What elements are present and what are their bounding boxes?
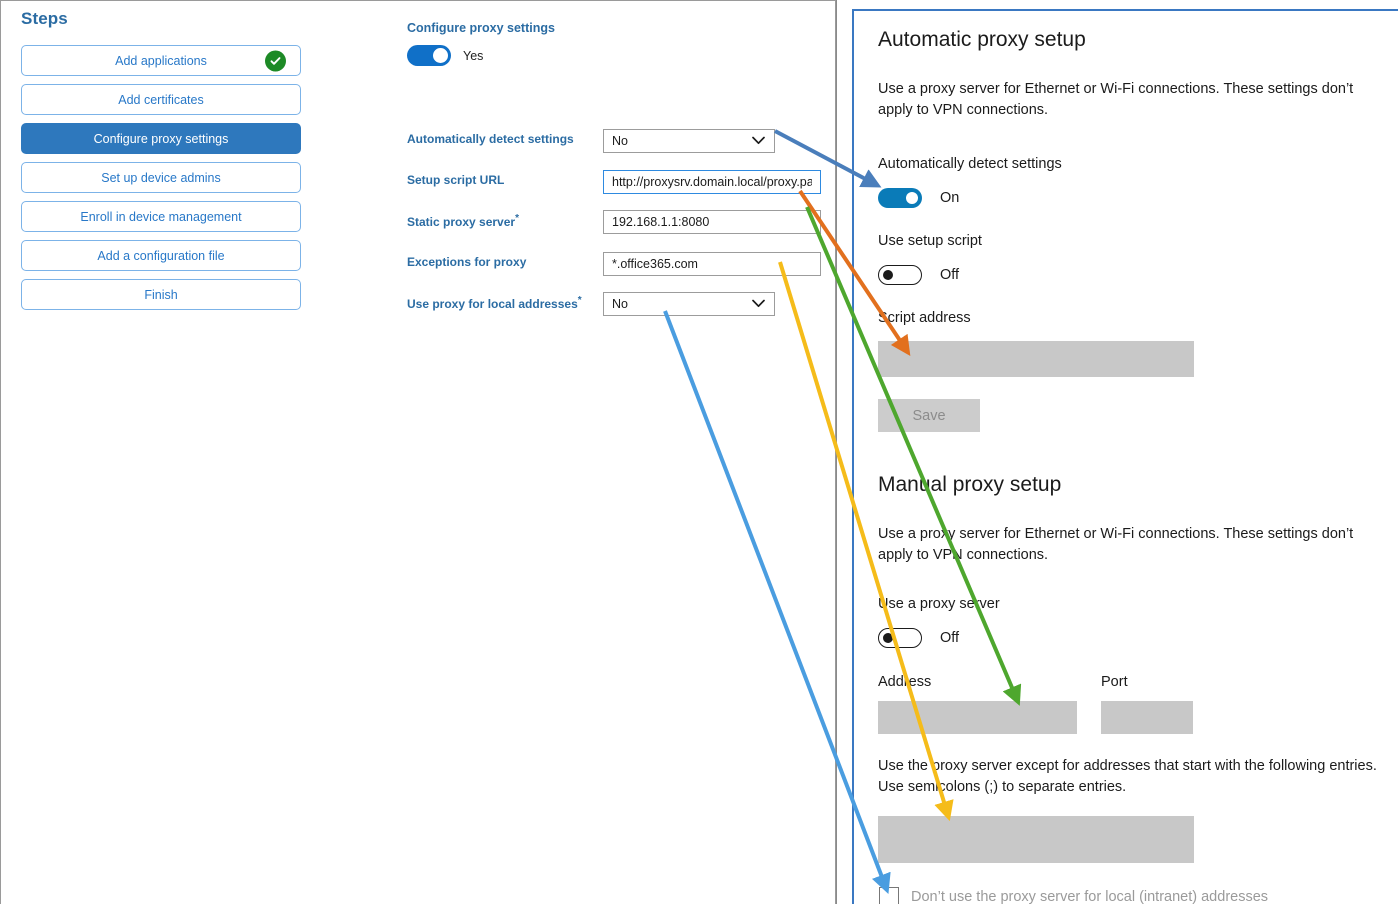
auto-detect-settings-label: Automatically detect settings bbox=[878, 156, 1062, 172]
use-setup-script-toggle-row: Off bbox=[878, 265, 959, 285]
field-label: Setup script URL bbox=[407, 173, 505, 187]
form-heading: Configure proxy settings bbox=[407, 21, 555, 35]
manual-proxy-description: Use a proxy server for Ethernet or Wi-Fi… bbox=[878, 526, 1354, 563]
setup-script-url-input[interactable]: http://proxysrv.domain.local/proxy.pa bbox=[603, 170, 821, 194]
bypass-local-checkbox[interactable] bbox=[879, 887, 899, 904]
save-button-label: Save bbox=[912, 407, 946, 424]
use-a-proxy-server-toggle[interactable] bbox=[878, 628, 922, 648]
configure-proxy-toggle-label: Yes bbox=[463, 48, 484, 63]
input-value: 192.168.1.1:8080 bbox=[612, 215, 710, 229]
sidebar-item-enroll-in-device-management[interactable]: Enroll in device management bbox=[21, 201, 301, 232]
use-setup-script-toggle[interactable] bbox=[878, 265, 922, 285]
address-label: Address bbox=[878, 674, 932, 690]
use-proxy-local-addresses-select[interactable]: No bbox=[603, 292, 775, 316]
field-label: Static proxy server* bbox=[407, 213, 519, 229]
use-a-proxy-server-toggle-state: Off bbox=[940, 630, 960, 646]
automatic-proxy-description: Use a proxy server for Ethernet or Wi-Fi… bbox=[878, 81, 1354, 118]
field-label: Automatically detect settings bbox=[407, 132, 574, 146]
use-setup-script-toggle-state: Off bbox=[940, 267, 960, 283]
exceptions-box[interactable] bbox=[878, 816, 1194, 863]
proxy-settings-form: Configure proxy settings Yes Automatical… bbox=[407, 1, 827, 905]
sidebar-item-set-up-device-admins[interactable]: Set up device admins bbox=[21, 162, 301, 193]
select-value: No bbox=[612, 297, 628, 311]
sidebar-item-configure-proxy-settings[interactable]: Configure proxy settings bbox=[21, 123, 301, 154]
field-static-proxy-server: Static proxy server* 192.168.1.1:8080 bbox=[407, 210, 827, 234]
input-value: *.office365.com bbox=[612, 257, 698, 271]
step-label: Set up device admins bbox=[101, 170, 221, 185]
field-use-proxy-for-local-addresses: Use proxy for local addresses* No bbox=[407, 292, 827, 316]
chevron-down-icon bbox=[752, 134, 765, 148]
field-label: Exceptions for proxy bbox=[407, 255, 527, 269]
field-exceptions-for-proxy: Exceptions for proxy *.office365.com bbox=[407, 252, 827, 276]
auto-detect-toggle-row: On bbox=[878, 188, 959, 208]
chevron-down-icon bbox=[752, 297, 765, 311]
save-button[interactable]: Save bbox=[878, 399, 980, 432]
required-asterisk: * bbox=[577, 295, 582, 306]
auto-detect-toggle-state: On bbox=[940, 190, 960, 206]
step-label: Add a configuration file bbox=[97, 248, 225, 263]
panel-divider bbox=[836, 0, 837, 904]
use-setup-script-label: Use setup script bbox=[878, 233, 982, 249]
required-asterisk: * bbox=[515, 213, 519, 224]
step-label: Finish bbox=[144, 287, 178, 302]
sidebar-item-add-applications[interactable]: Add applications bbox=[21, 45, 301, 76]
bypass-local-label: Don’t use the proxy server for local (in… bbox=[911, 889, 1269, 904]
sidebar-item-finish[interactable]: Finish bbox=[21, 279, 301, 310]
use-a-proxy-server-label: Use a proxy server bbox=[878, 596, 1000, 612]
automatically-detect-settings-select[interactable]: No bbox=[603, 129, 775, 153]
step-label: Add certificates bbox=[118, 92, 204, 107]
step-label: Add applications bbox=[115, 53, 207, 68]
configure-proxy-toggle-row: Yes bbox=[407, 45, 483, 66]
exceptions-for-proxy-input[interactable]: *.office365.com bbox=[603, 252, 821, 276]
wizard-panel: Steps Add applications Add certificates … bbox=[0, 0, 836, 904]
field-automatically-detect-settings: Automatically detect settings No bbox=[407, 129, 827, 153]
script-address-box[interactable] bbox=[878, 341, 1194, 377]
step-label: Enroll in device management bbox=[80, 209, 242, 224]
sidebar-item-add-a-configuration-file[interactable]: Add a configuration file bbox=[21, 240, 301, 271]
field-setup-script-url: Setup script URL http://proxysrv.domain.… bbox=[407, 170, 827, 194]
check-circle-icon bbox=[265, 50, 286, 71]
manual-proxy-setup-heading: Manual proxy setup bbox=[878, 473, 1062, 496]
sidebar-item-add-certificates[interactable]: Add certificates bbox=[21, 84, 301, 115]
exceptions-description: Use the proxy server except for addresse… bbox=[878, 758, 1377, 795]
field-label: Use proxy for local addresses* bbox=[407, 295, 582, 311]
automatic-proxy-setup-heading: Automatic proxy setup bbox=[878, 28, 1086, 51]
bypass-local-row: Don’t use the proxy server for local (in… bbox=[879, 887, 1268, 904]
manual-port-box[interactable] bbox=[1101, 701, 1193, 734]
use-a-proxy-server-toggle-row: Off bbox=[878, 628, 959, 648]
step-label: Configure proxy settings bbox=[93, 131, 229, 146]
script-address-label: Script address bbox=[878, 310, 971, 326]
windows-proxy-settings-panel: Automatic proxy setup Use a proxy server… bbox=[852, 9, 1398, 904]
select-value: No bbox=[612, 134, 628, 148]
input-value: http://proxysrv.domain.local/proxy.pa bbox=[612, 175, 812, 189]
auto-detect-toggle[interactable] bbox=[878, 188, 922, 208]
steps-heading: Steps bbox=[21, 9, 68, 28]
manual-address-box[interactable] bbox=[878, 701, 1077, 734]
port-label: Port bbox=[1101, 674, 1128, 690]
configure-proxy-toggle[interactable] bbox=[407, 45, 451, 66]
static-proxy-server-input[interactable]: 192.168.1.1:8080 bbox=[603, 210, 821, 234]
steps-list: Add applications Add certificates Config… bbox=[21, 45, 301, 318]
